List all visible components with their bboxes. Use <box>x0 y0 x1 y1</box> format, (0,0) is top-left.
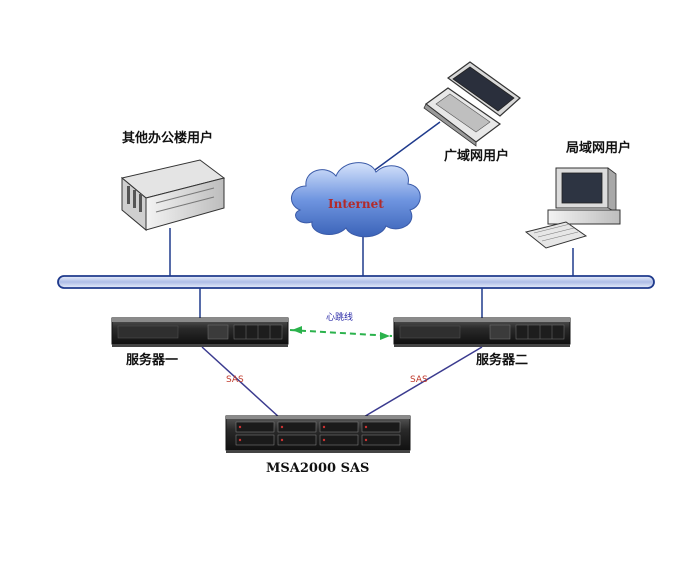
heartbeat-arrow-right-icon <box>380 332 390 340</box>
wan-users-label: 广域网用户 <box>444 148 509 164</box>
laptop-icon <box>423 61 521 147</box>
office-building-icon <box>120 159 226 232</box>
heartbeat-line <box>289 329 393 337</box>
heartbeat-arrow-left-icon <box>292 326 302 334</box>
server2-icon <box>393 317 571 347</box>
network-bus <box>57 275 655 289</box>
sas-right-label: SAS <box>410 375 428 385</box>
sas-right-line <box>361 346 483 419</box>
lan-users-label: 局域网用户 <box>566 140 631 156</box>
heartbeat-label: 心跳线 <box>326 311 353 323</box>
server1-label: 服务器一 <box>126 352 178 368</box>
server1-icon <box>111 317 289 347</box>
storage-label: MSA2000 SAS <box>266 461 369 476</box>
internet-cloud-icon <box>291 162 421 238</box>
desktop-pc-icon <box>524 167 621 249</box>
sas-left-label: SAS <box>226 375 244 385</box>
sas-left-line <box>201 346 281 419</box>
storage-array-icon <box>225 415 411 453</box>
wan-link-line <box>371 121 441 173</box>
office-users-label: 其他办公楼用户 <box>122 130 213 146</box>
internet-label: Internet <box>328 197 384 211</box>
server2-label: 服务器二 <box>476 352 528 368</box>
